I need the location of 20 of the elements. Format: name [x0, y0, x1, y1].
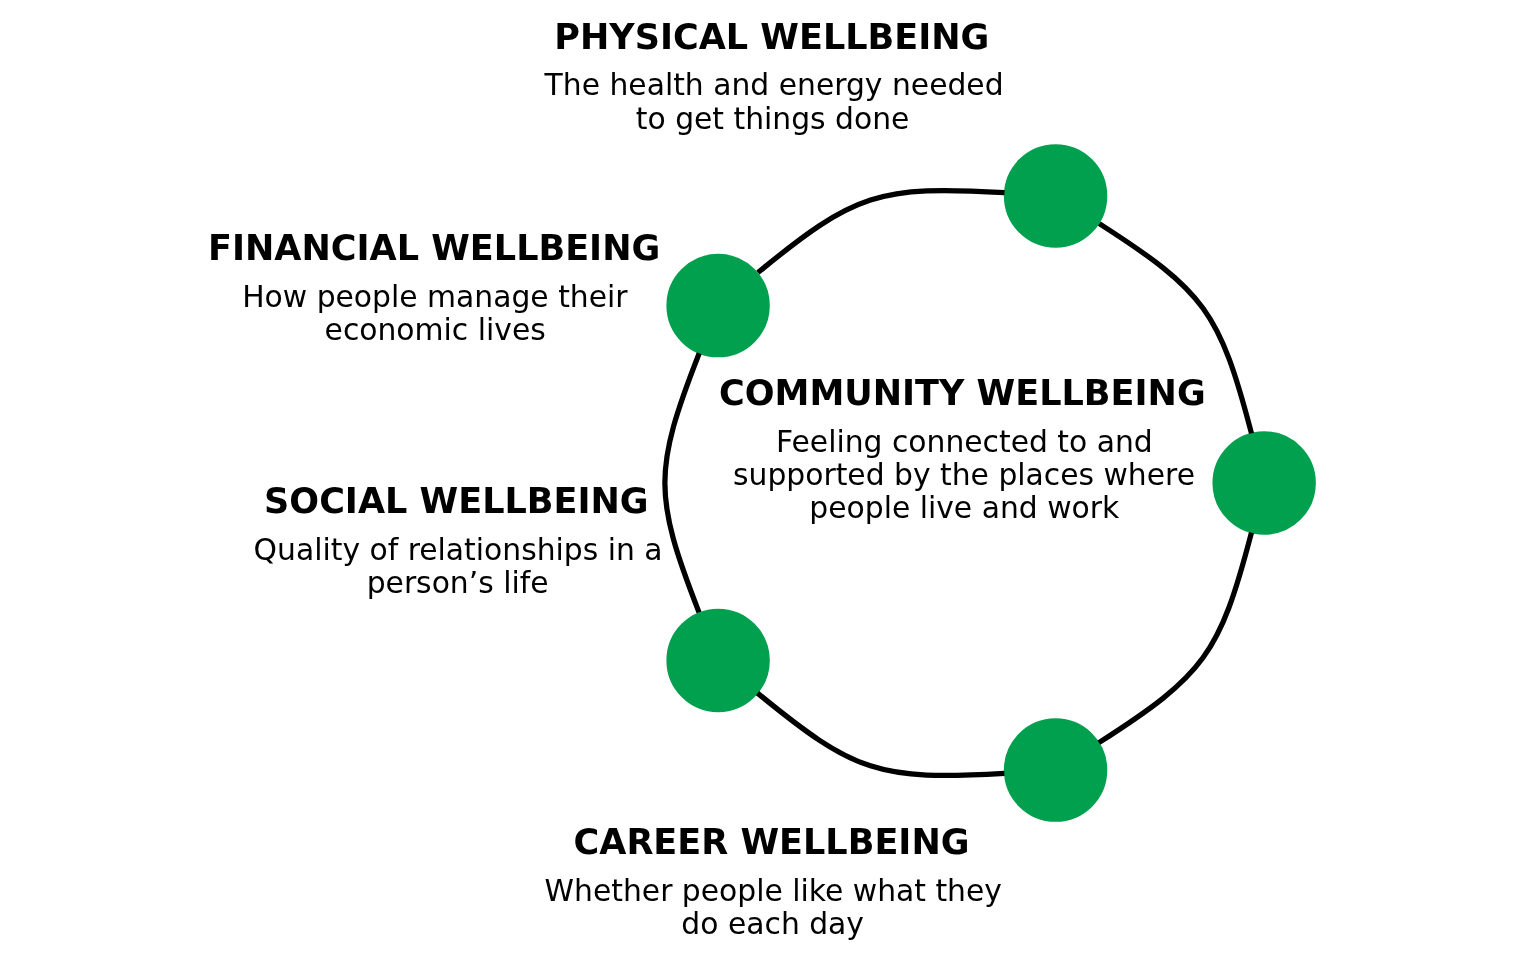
connector: [756, 187, 1005, 275]
node-label: How people manage their economic lives: [242, 278, 628, 347]
node-label: SOCIAL WELLBEING: [264, 480, 649, 522]
node-circle: [1003, 718, 1108, 822]
connector: [662, 352, 702, 614]
node-circle: [1212, 431, 1316, 535]
node-label: FINANCIAL WELLBEING: [208, 226, 661, 268]
node-label: Whether people like what they do each day: [544, 872, 1002, 942]
node-label: Feeling connected to and supported by the places where people live and work: [733, 423, 1195, 526]
node-label: Quality of relationships in a person’s life: [253, 531, 663, 601]
node-label: The health and energy needed to get things done: [544, 67, 1004, 136]
node-label: PHYSICAL WELLBEING: [554, 15, 990, 57]
node-label: CAREER WELLBEING: [573, 821, 970, 863]
connector: [1097, 532, 1254, 745]
node-label: COMMUNITY WELLBEING: [719, 371, 1206, 413]
connector: [755, 691, 1005, 779]
node-circle: [666, 608, 770, 713]
node-circle: [666, 253, 770, 358]
node-circle: [1003, 144, 1108, 248]
connector: [1097, 221, 1254, 435]
